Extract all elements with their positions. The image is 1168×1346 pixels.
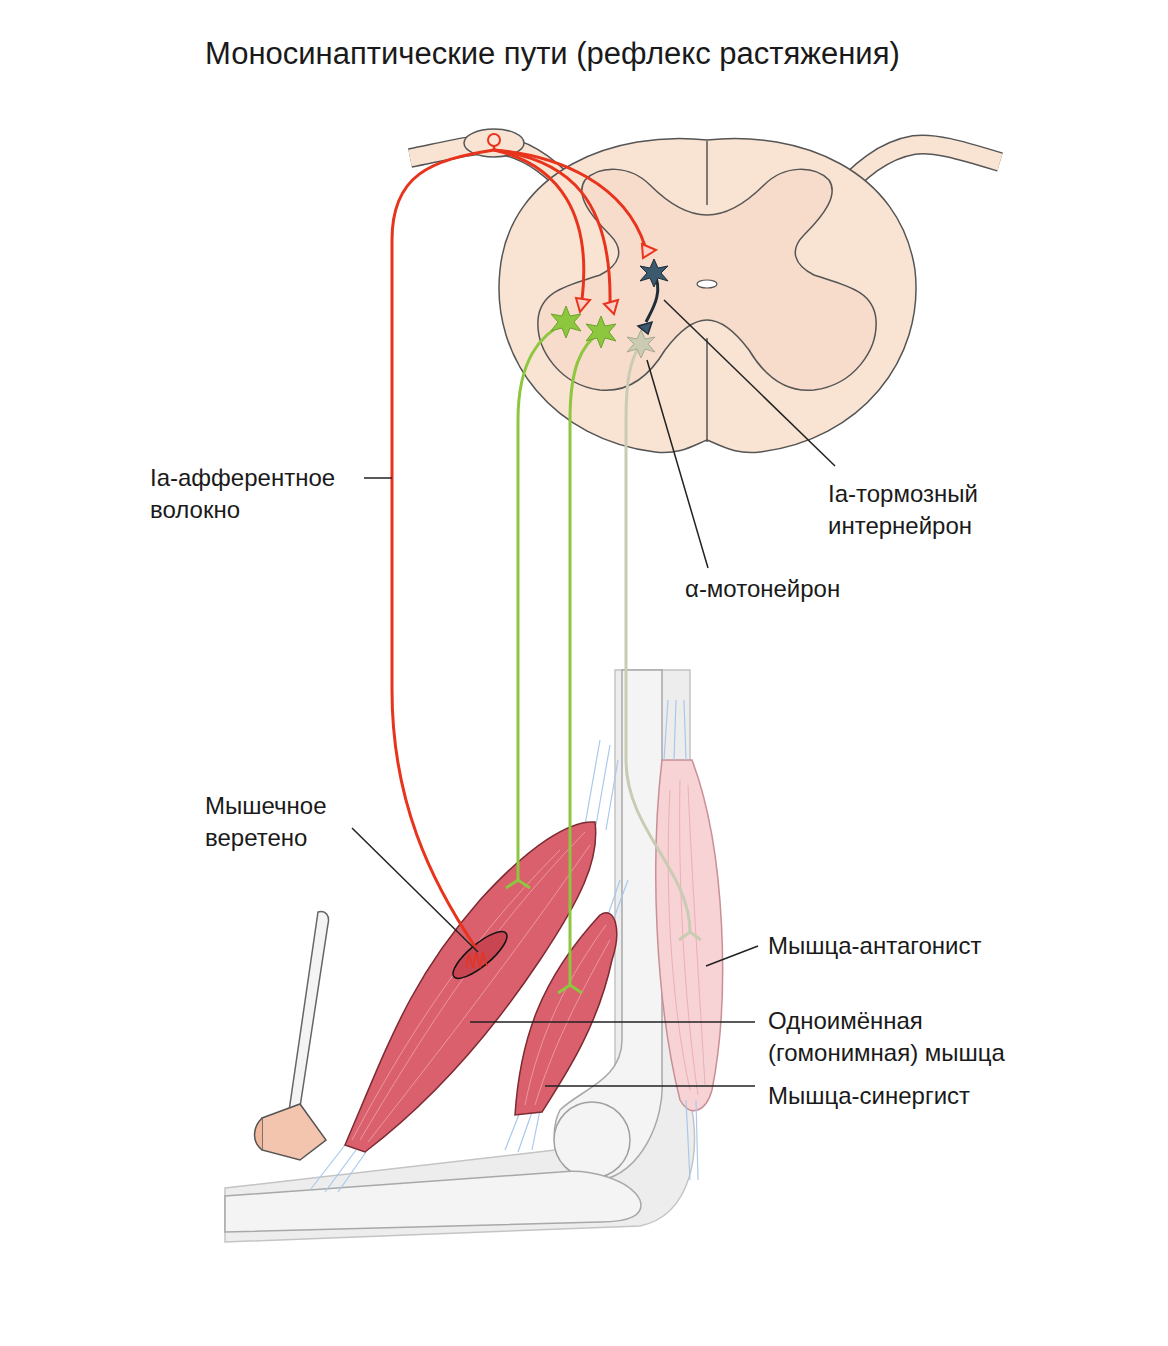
motoneuron-soma	[551, 306, 581, 338]
antagonist-muscle	[656, 760, 723, 1111]
afferent-branch	[494, 150, 584, 300]
inhibitory-synapse	[638, 322, 652, 334]
ganglion-stalk	[493, 146, 496, 150]
motor-endplate	[558, 985, 582, 993]
tendon	[310, 700, 698, 1192]
afferent-branch	[494, 150, 645, 246]
hammer-head	[255, 1118, 263, 1150]
leader-line	[470, 1021, 755, 1023]
part-label: Мышца-синергист	[768, 1080, 970, 1112]
motor-axons	[506, 322, 601, 993]
central-canal	[697, 280, 717, 288]
part-label: Мышечное веретено	[205, 790, 375, 854]
leader-line	[364, 477, 392, 479]
synergist-muscle	[515, 913, 617, 1115]
muscle-fibers	[668, 780, 705, 1095]
muscle-spindle	[447, 925, 513, 986]
leader-line	[664, 300, 835, 466]
synapse-terminal	[642, 244, 656, 258]
ia-afferent-fiber	[392, 150, 645, 948]
leader-line	[647, 360, 708, 568]
motor-endplate	[506, 880, 530, 888]
part-label: Ia-афферентное волокно	[150, 462, 360, 526]
leader-lines	[352, 300, 835, 1086]
spindle-ending	[466, 952, 487, 968]
afferent-axon	[392, 150, 494, 948]
leader-line	[545, 1085, 755, 1087]
synapse-terminal	[604, 300, 618, 314]
part-label: Одноимённая (гомонимная) мышца	[768, 1005, 1048, 1069]
arm-outline	[225, 670, 695, 1242]
muscle-fibers	[525, 925, 610, 1105]
synapse-terminal	[576, 298, 590, 312]
muscle-fiber	[525, 925, 606, 1105]
leader-line	[352, 828, 478, 952]
motor-axon	[570, 332, 601, 985]
afferent-branch	[494, 150, 610, 305]
tendon-fibers	[310, 1145, 366, 1192]
motor-axon	[518, 322, 566, 880]
part-label: Ia-тормозный интернейрон	[828, 478, 1058, 542]
motoneuron-soma	[627, 330, 655, 358]
motor-endplate	[679, 932, 701, 940]
forearm-bone	[225, 1171, 641, 1232]
tendon-fibers	[585, 740, 618, 830]
tendon-fibers	[608, 880, 628, 918]
median-fissure	[706, 141, 708, 442]
interneuron-soma	[640, 259, 668, 287]
tendon-fibers	[664, 700, 686, 760]
leader-line	[706, 946, 758, 966]
part-label: Мышца-антагонист	[768, 930, 981, 962]
ganglion-cell	[488, 134, 500, 146]
part-label: α-мотонейрон	[685, 573, 840, 605]
spinal-cord	[499, 139, 916, 453]
hammer-handle	[288, 912, 329, 1120]
motoneuron-soma	[586, 316, 616, 348]
diagram-title: Моносинаптические пути (рефлекс растяжен…	[205, 34, 900, 74]
antagonist-motor-axon	[626, 343, 690, 932]
hammer-head	[262, 1104, 326, 1160]
tendon-fibers	[686, 1100, 698, 1180]
tendon-fibers	[505, 1110, 540, 1152]
elbow-joint	[554, 1102, 630, 1178]
